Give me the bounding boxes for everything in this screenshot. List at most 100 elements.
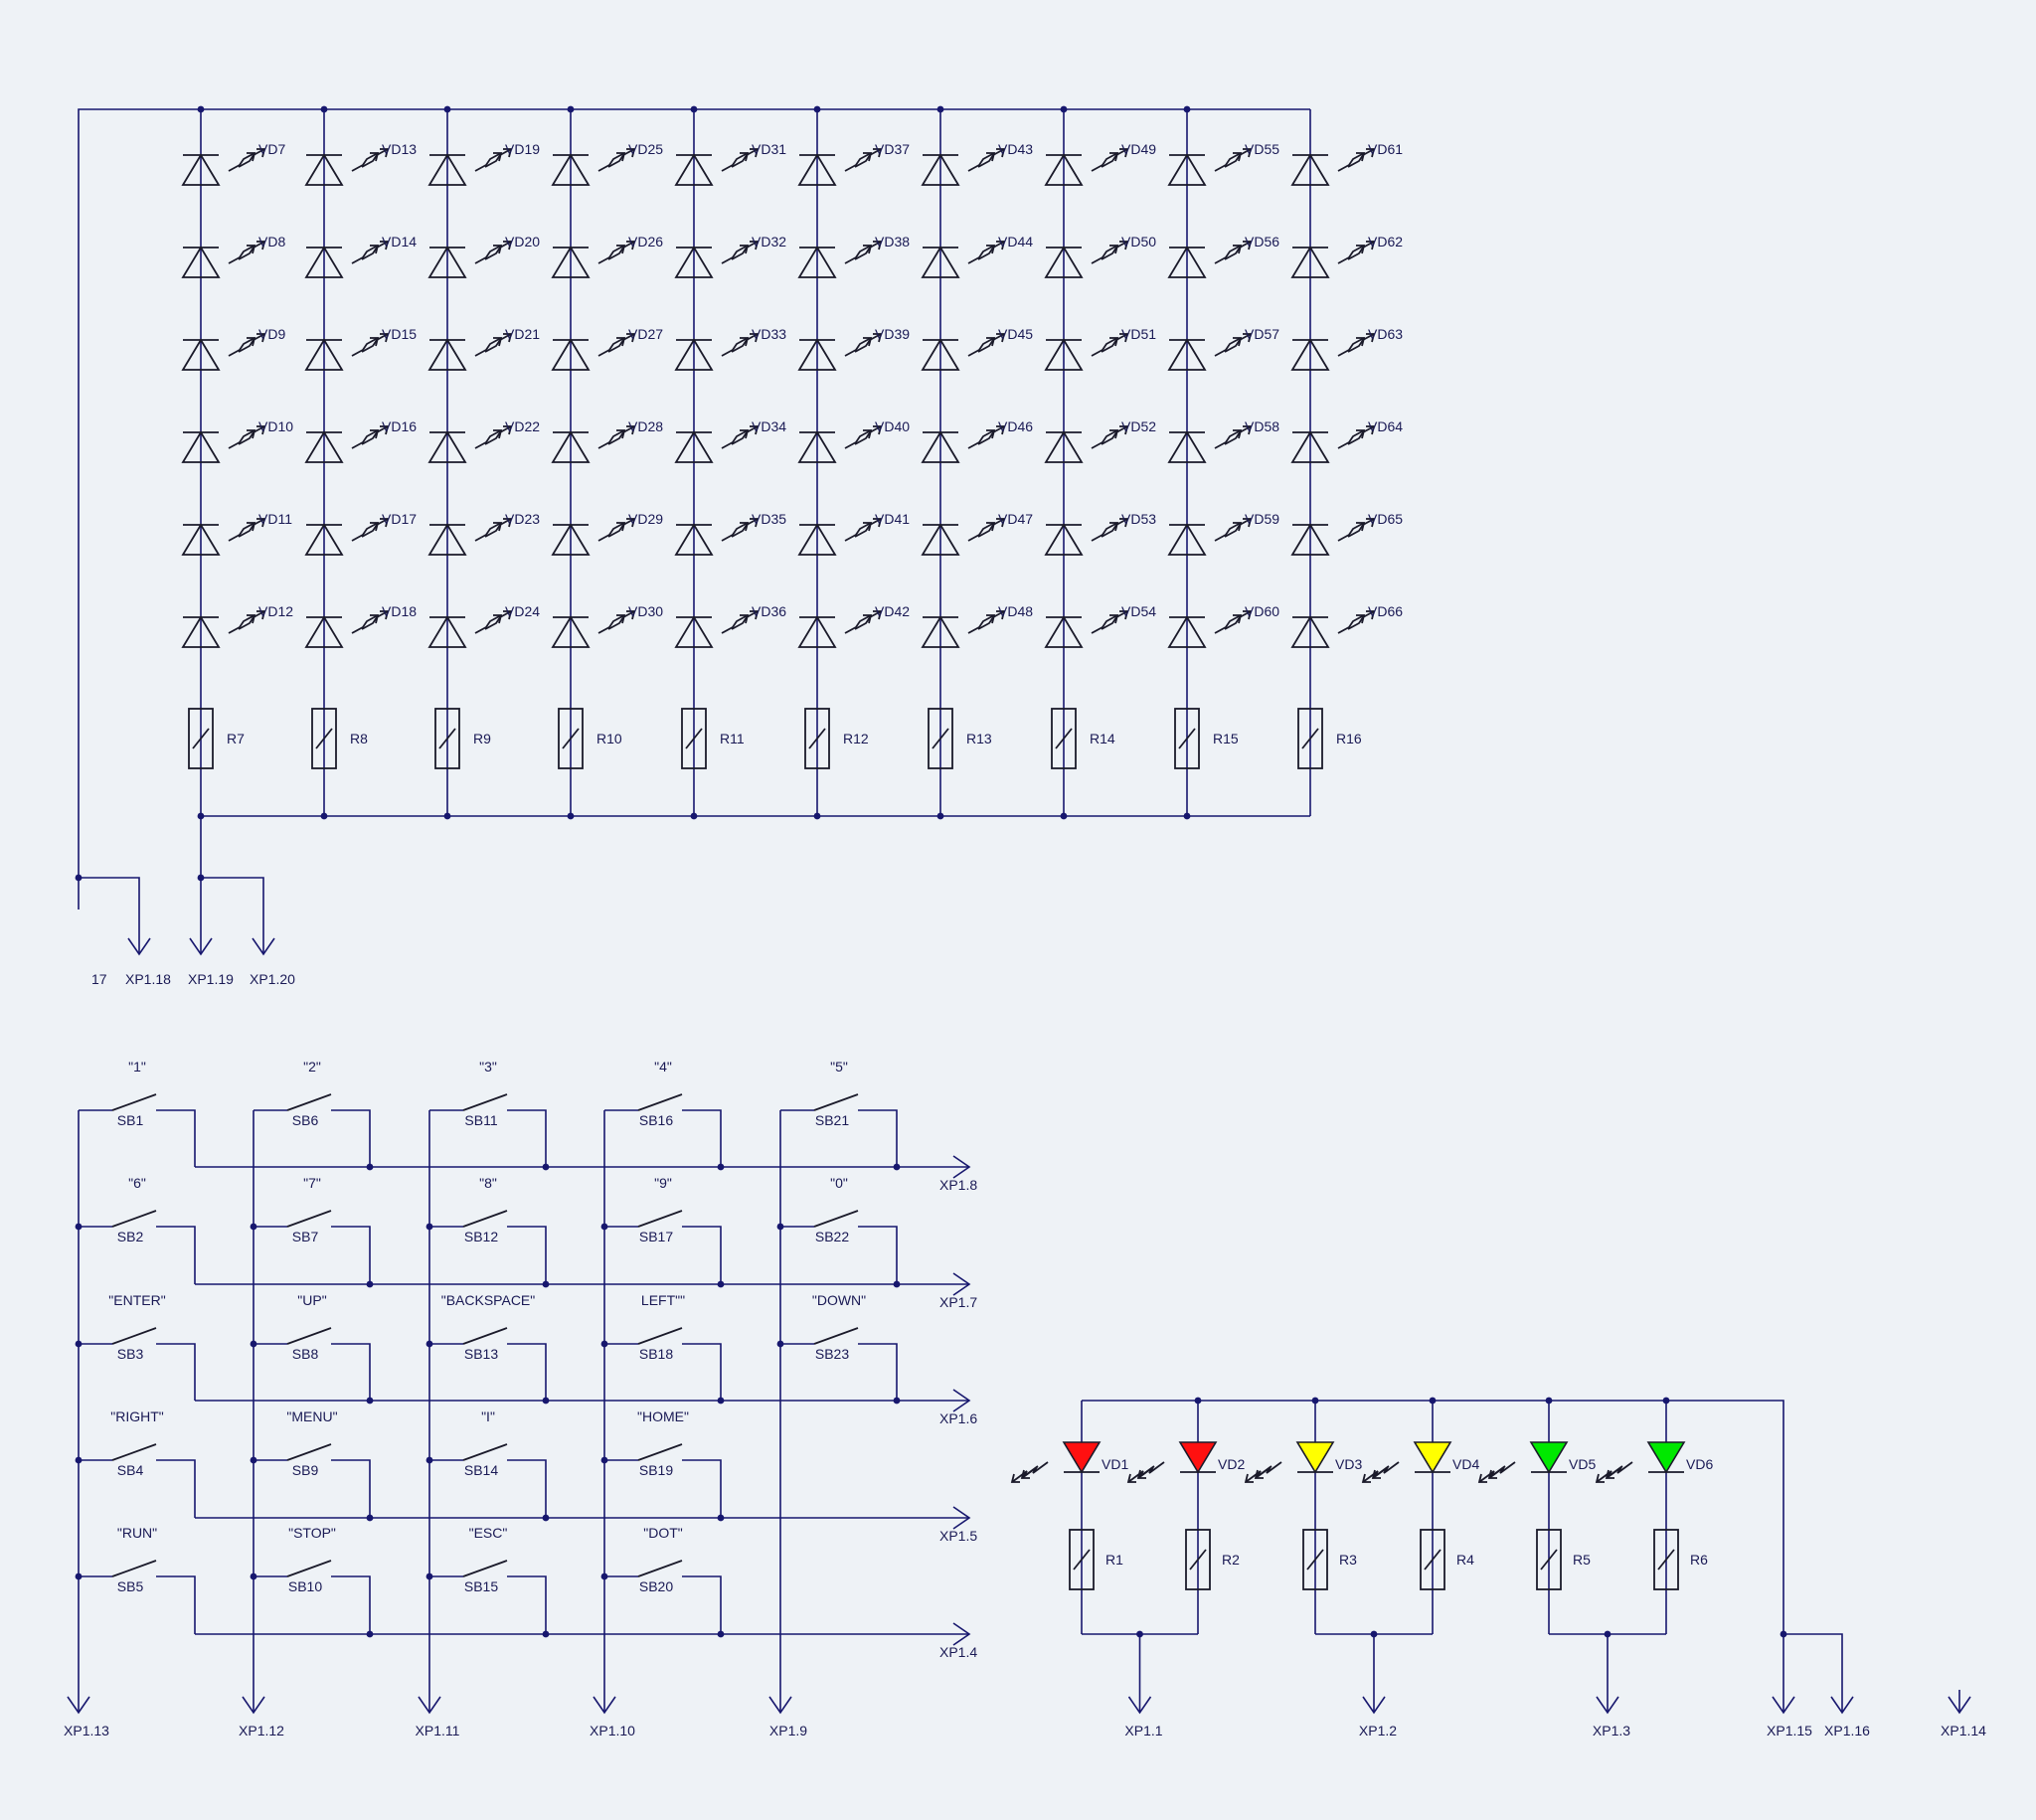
diode-icon [1044,615,1084,648]
diode-icon [921,523,960,556]
resistor-body [1653,1529,1679,1590]
diode-icon [797,246,837,278]
arrowhead [863,245,873,254]
row-output-label: XP1.5 [939,1528,977,1544]
resistor [1051,708,1077,769]
arrowhead [1487,1469,1497,1479]
emission-arrow [1091,337,1118,357]
arrowhead [493,245,503,254]
arrowhead [1126,1473,1136,1483]
emission-arrows-icon [228,333,266,357]
junction-dot [600,1340,608,1348]
emission-arrow [1214,614,1242,634]
emission-arrow [607,518,635,538]
diode-triangle [1044,246,1084,278]
junction-dot [443,105,451,113]
emission-arrow [1347,241,1375,260]
switch-lead [507,1459,547,1518]
emission-arrows-icon [228,610,266,634]
key-label: "RIGHT" [110,1408,164,1424]
switch-label: SB20 [639,1578,673,1594]
diode-label: VD11 [258,511,292,527]
emission-arrow [1347,610,1375,630]
emission-arrow [484,425,512,445]
junction-dot [1662,1397,1670,1405]
emission-arrow [228,152,255,172]
emission-arrow [1101,241,1128,260]
led-label: VD3 [1335,1456,1362,1472]
emission-arrows-icon [967,333,1006,357]
diode-label: VD64 [1368,418,1403,434]
arrowhead [1356,614,1366,624]
emission-arrows-icon [967,148,1006,172]
diode-icon [1044,338,1084,371]
diode-triangle [674,523,714,556]
junction-dot [1194,1397,1202,1405]
junction-dot [197,874,205,882]
switch-contact [286,1327,332,1345]
resistor-body [558,708,584,769]
emission-arrow [474,614,502,634]
resistor [681,708,707,769]
arrow-down-icon [67,1696,90,1715]
diode-triangle [1167,430,1207,463]
emission-arrow [1347,425,1375,445]
diode-label: VD48 [998,603,1033,619]
arrowhead [380,518,390,528]
switch-contact [286,1560,332,1577]
emission-arrows-icon [1214,333,1253,357]
diode-label: VD56 [1245,234,1279,249]
switch-lead [858,1343,898,1401]
diode-triangle [1167,246,1207,278]
wire [1783,1633,1843,1713]
pushbutton-switch: "1"SB1 [79,1059,196,1167]
arrow-down-icon [1362,1696,1386,1715]
switch-contact [637,1093,683,1111]
arrowhead [247,614,256,624]
emission-arrow [1091,522,1118,542]
arrowhead [1366,333,1376,343]
switch-contact [637,1327,683,1345]
key-label: "BACKSPACE" [441,1292,536,1308]
key-label: "STOP" [288,1525,336,1541]
emission-arrow [1347,148,1375,168]
emission-arrows-icon [1214,425,1253,449]
diode-triangle [921,430,960,463]
diode-icon [551,153,591,186]
arrowhead [616,337,626,347]
resistor [558,708,584,769]
diode-label: VD60 [1245,603,1279,619]
junction-dot [600,1572,608,1580]
resistor-wiper [438,728,456,749]
switch-label: SB5 [117,1578,144,1594]
switch-label: SB23 [815,1346,849,1362]
resistor-wiper [685,728,703,749]
led-triangle [1646,1441,1686,1474]
diode-triangle [1290,338,1330,371]
resistor-body [804,708,830,769]
pair-output-label: XP1.1 [1124,1723,1162,1738]
emission-arrow [854,518,882,538]
emission-arrow [731,610,759,630]
connector-label: XP1.18 [125,971,171,987]
pushbutton-switch: "MENU"SB9 [250,1408,374,1522]
arrowhead [996,241,1006,250]
switch-contact [462,1443,508,1461]
diode-triangle [304,430,344,463]
resistor [1069,1529,1095,1590]
emission-arrows-icon [721,518,760,542]
resistor-body [1051,708,1077,769]
pushbutton-switch: "UP"SB8 [250,1292,374,1405]
key-label: "2" [303,1059,321,1075]
pushbutton-switch: "7"SB7 [250,1175,374,1288]
arrowhead [626,333,636,343]
diode-icon [1290,430,1330,463]
arrowhead [256,610,266,620]
diode-triangle [181,338,221,371]
arrowhead [996,610,1006,620]
pushbutton-switch: "5"SB21 [780,1059,901,1171]
